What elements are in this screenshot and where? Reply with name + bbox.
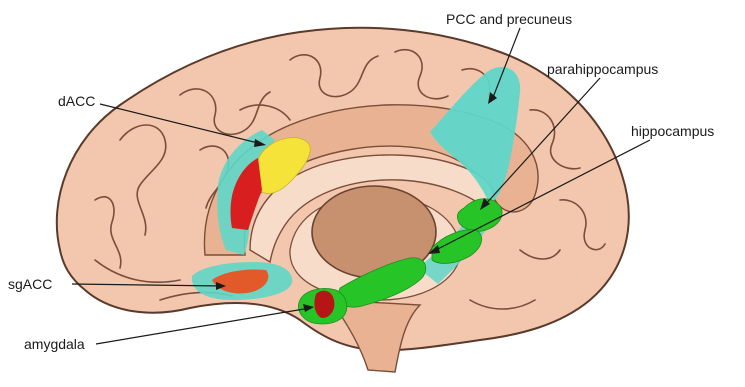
label-parahippocampus: parahippocampus (547, 61, 658, 77)
leader-amygdala (96, 308, 310, 344)
label-sgacc: sgACC (8, 276, 52, 292)
label-dacc: dACC (58, 93, 95, 109)
label-pcc: PCC and precuneus (446, 11, 572, 27)
label-hippocampus: hippocampus (631, 123, 714, 139)
label-amygdala: amygdala (24, 336, 85, 352)
